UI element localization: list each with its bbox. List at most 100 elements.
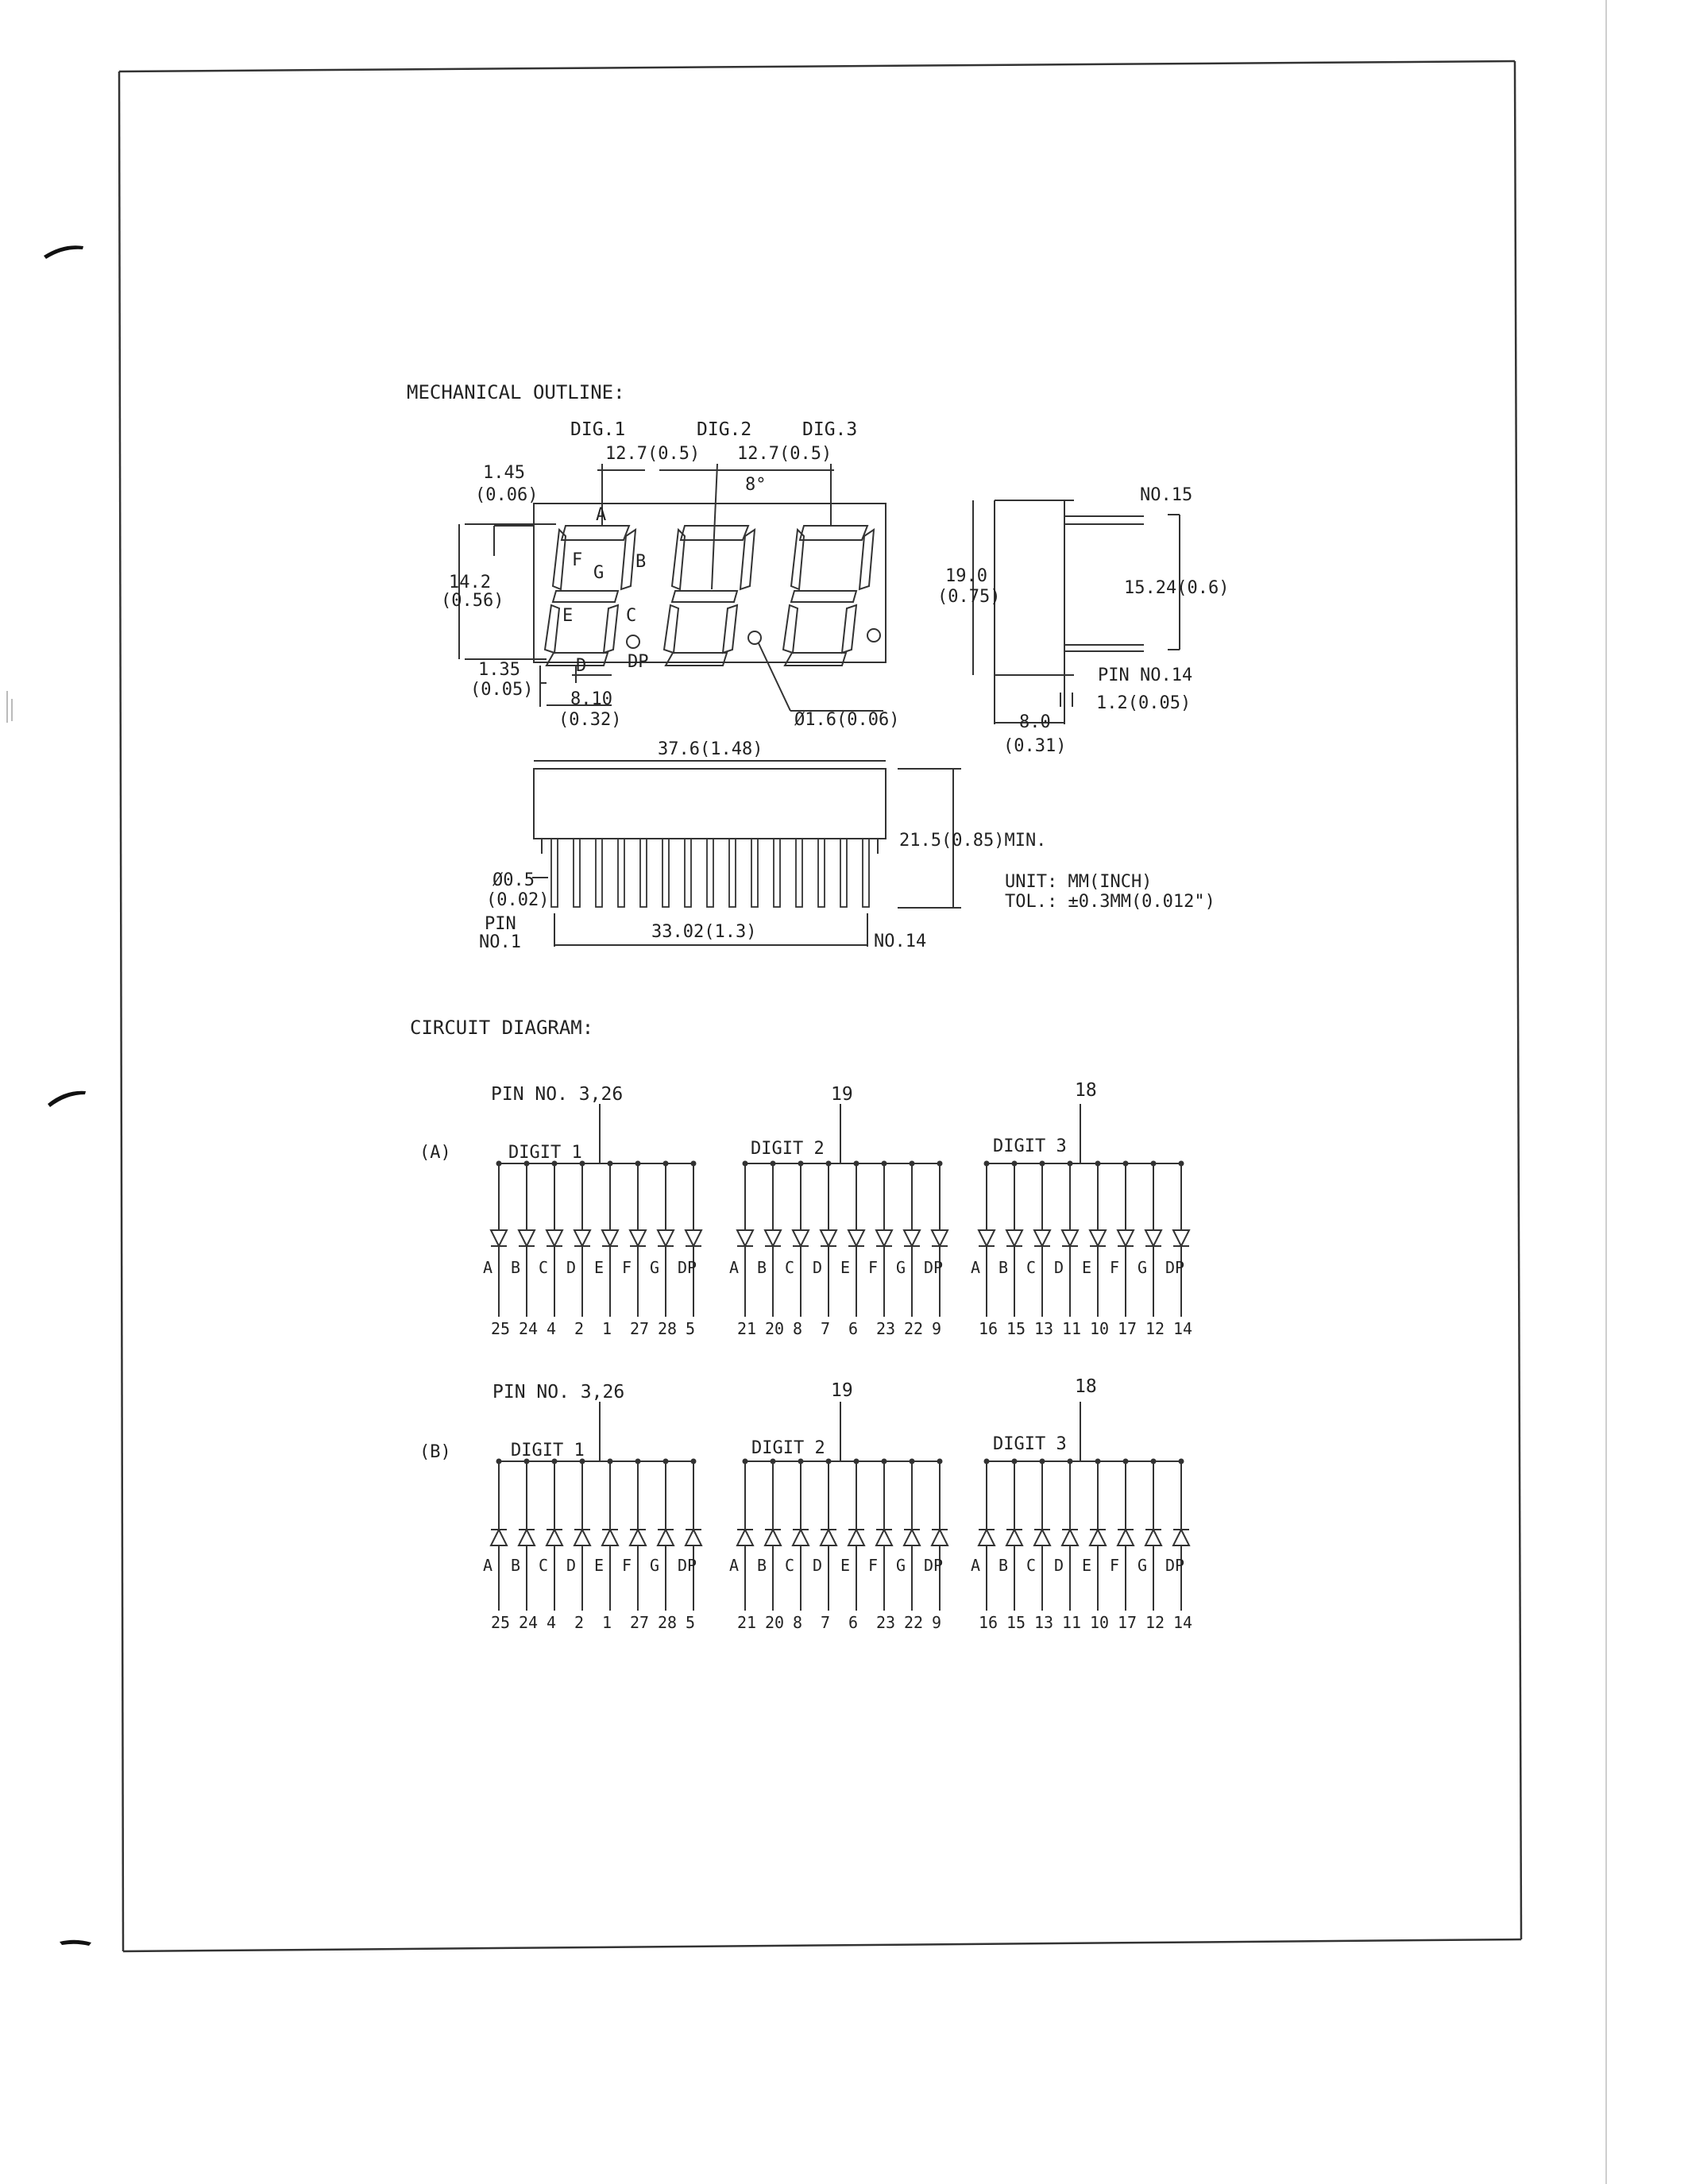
segment-label: DP [1165,1556,1184,1575]
page-frame [118,60,1523,1953]
segment-c-label: C [626,606,636,626]
segment-label: E [594,1258,604,1277]
led-diode-symbol [763,1229,782,1248]
pin1-label-b: NO.1 [479,932,521,952]
segment-dp-label: DP [628,652,649,672]
pin-number: 14 [1173,1319,1192,1338]
segment-label: B [999,1258,1008,1277]
segment-label: G [650,1258,659,1277]
segment-f-label: F [572,550,582,570]
segment-label: E [594,1556,604,1575]
segment-label: F [1110,1258,1119,1277]
led-diode-symbol [656,1527,675,1546]
digit-width-in: (0.32) [558,710,621,730]
pin-number: 24 [519,1319,538,1338]
led-diode-symbol [1144,1229,1163,1248]
led-diode-symbol [819,1527,838,1546]
panel-a-tag: (A) [419,1143,451,1163]
led-diode-symbol [573,1527,592,1546]
panel-b-group2-common-pin: 19 [831,1380,853,1401]
led-diode-symbol [489,1527,508,1546]
segment-label: B [511,1556,520,1575]
led-diode-symbol [1060,1527,1080,1546]
pin-number: 1 [602,1319,612,1338]
led-diode-symbol [736,1229,755,1248]
left-offset-mm: 1.35 [478,660,520,680]
led-diode-symbol [628,1527,647,1546]
dp-diameter-dimension: Ø1.6(0.06) [794,710,899,730]
led-diode-symbol [847,1229,866,1248]
circuit-schematic: A25B24C4D2E1F27G28DP5A21B20C8D7E6F23G22D… [483,1104,1192,1632]
pin-number: 4 [547,1319,556,1338]
segment-label: DP [678,1258,697,1277]
pin-number: 7 [821,1319,830,1338]
pin-number: 6 [848,1319,858,1338]
segment-label: A [971,1556,980,1575]
segment-label: D [566,1258,576,1277]
pin-number: 9 [932,1613,941,1632]
display-body [533,503,886,663]
lead-length-dimension: 21.5(0.85)MIN. [899,831,1046,851]
pin-number: 22 [904,1613,923,1632]
segment-label: DP [924,1556,943,1575]
pin-number: 2 [574,1319,584,1338]
bottom-body [533,768,886,839]
segment-label: D [1054,1258,1064,1277]
pin-spacing-dimension: 15.24(0.6) [1124,578,1229,598]
panel-b-digit2-label: DIGIT 2 [751,1438,825,1458]
segment-d-label: D [576,656,586,676]
pin-number: 9 [932,1319,941,1338]
pin-number: 25 [491,1613,510,1632]
segment-label: C [539,1258,548,1277]
led-diode-symbol [1088,1229,1107,1248]
segment-label: E [1082,1258,1091,1277]
segment-label: DP [924,1258,943,1277]
segment-label: D [566,1556,576,1575]
segment-label: G [896,1258,906,1277]
led-diode-symbol [1060,1229,1080,1248]
segment-label: G [1138,1258,1147,1277]
segment-label: F [868,1556,878,1575]
pin-no14-side-label: PIN NO.14 [1098,666,1192,685]
led-diode-symbol [902,1229,921,1248]
segment-label: D [813,1258,822,1277]
pin-number: 27 [630,1613,649,1632]
pin-number: 6 [848,1613,858,1632]
pin-number: 22 [904,1319,923,1338]
pin-number: 16 [979,1319,998,1338]
segment-label: E [840,1258,850,1277]
led-diode-symbol [1172,1527,1191,1546]
pin-number: 27 [630,1319,649,1338]
pin-number: 4 [547,1613,556,1632]
pin-number: 8 [793,1613,802,1632]
pin-number: 28 [658,1613,677,1632]
circuit-diagram-title: CIRCUIT DIAGRAM: [410,1017,593,1039]
segment-label: A [483,1556,492,1575]
side-view [972,500,1180,724]
pin-number: 17 [1118,1613,1137,1632]
side-height-in: (0.75) [937,587,1000,607]
left-offset-in: (0.05) [470,680,533,700]
segment-e-label: E [562,606,573,626]
overall-width-dimension: 37.6(1.48) [658,739,763,759]
segment-label: C [1026,1258,1036,1277]
led-diode-symbol [1088,1527,1107,1546]
led-diode-symbol [736,1527,755,1546]
led-diode-symbol [545,1229,564,1248]
pin-number: 2 [574,1613,584,1632]
pin-number: 8 [793,1319,802,1338]
segment-b-label: B [635,552,646,572]
pin-number: 25 [491,1319,510,1338]
pin1-label-a: PIN [485,914,516,934]
segment-label: G [896,1556,906,1575]
pin-number: 12 [1145,1613,1165,1632]
led-diode-symbol [1033,1527,1052,1546]
panel-a-group1-common-pin: PIN NO. 3,26 [491,1084,623,1105]
pin-number: 10 [1090,1319,1109,1338]
segment-label: F [868,1258,878,1277]
led-diode-symbol [791,1527,810,1546]
